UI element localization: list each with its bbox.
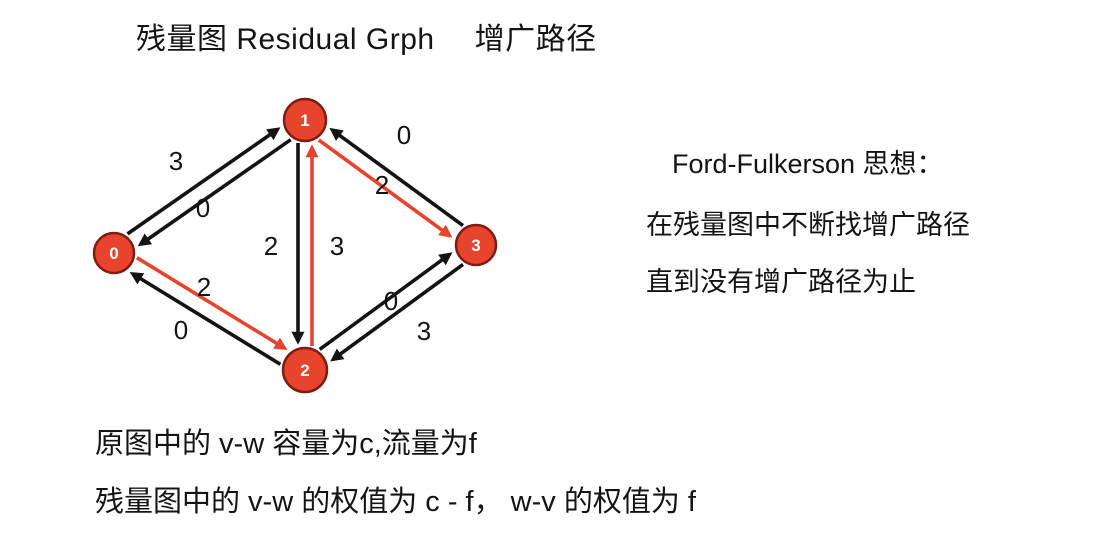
- title-augmenting-path: 增广路径: [474, 23, 597, 56]
- edge-weight-0-2: 2: [197, 272, 211, 302]
- note-line-2: 残量图中的 v-w 的权值为 c - f， w-v 的权值为 f: [95, 486, 696, 518]
- title-row: 残量图 Residual Grph 增广路径: [136, 14, 597, 58]
- graph-node-0: [92, 231, 136, 275]
- edge-weight-0-1: 3: [169, 146, 183, 176]
- title-residual-graph: 残量图 Residual Grph: [136, 23, 435, 56]
- graph-node-1: [282, 97, 328, 143]
- edge-1-0: [137, 138, 292, 247]
- edge-2-0: [129, 271, 282, 366]
- graph-node-label-2: 2: [300, 361, 309, 380]
- graph-node-label-3: 3: [471, 236, 480, 255]
- edge-0-1: [126, 127, 281, 236]
- edge-weight-3-2: 3: [417, 316, 431, 346]
- graph-node-2: [281, 346, 329, 394]
- edge-weight-3-1: 0: [397, 120, 411, 150]
- edge-weight-2-3: 0: [384, 286, 398, 316]
- graph-node-label-1: 1: [300, 111, 309, 130]
- note-line-1: 原图中的 v-w 容量为c,流量为f: [95, 428, 477, 460]
- edge-weight-1-2: 2: [264, 231, 278, 261]
- nodes-layer: 0 1 2 3: [92, 97, 498, 394]
- edge-0-2: [135, 256, 288, 351]
- graph-node-3: [454, 223, 498, 267]
- ford-fulkerson-panel: Ford-Fulkerson 思想： 在残量图中不断找增广路径 直到没有增广路径…: [646, 142, 970, 317]
- edge-3-1: [329, 127, 465, 228]
- ford-fulkerson-line-2: 直到没有增广路径为止: [646, 267, 916, 297]
- graph-node-label-0: 0: [109, 244, 118, 263]
- edge-weight-1-0: 0: [196, 193, 210, 223]
- edge-1-3: [317, 138, 453, 238]
- edges-layer: [126, 127, 465, 366]
- edge-2-3: [318, 252, 453, 351]
- ford-fulkerson-line-1: 在残量图中不断找增广路径: [646, 210, 970, 240]
- edge-3-2: [330, 262, 465, 362]
- edge-weight-1-3: 2: [375, 170, 389, 200]
- edge-weight-2-0: 0: [174, 315, 188, 345]
- edge-weight-2-1: 3: [330, 231, 344, 261]
- definition-notes: 原图中的 v-w 容量为c,流量为f 残量图中的 v-w 的权值为 c - f，…: [95, 420, 696, 536]
- ford-fulkerson-heading: Ford-Fulkerson 思想：: [672, 149, 944, 179]
